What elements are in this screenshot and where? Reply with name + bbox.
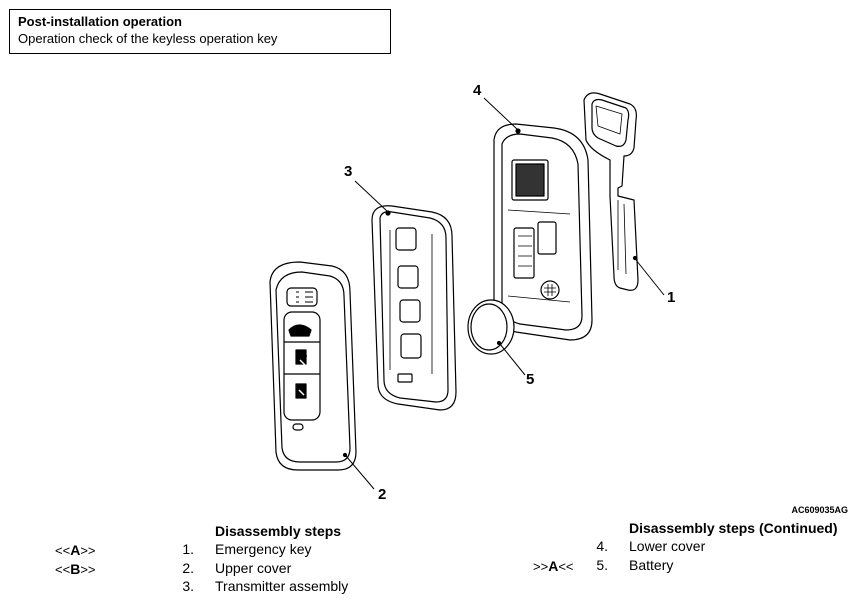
step-mark: >>A<< bbox=[533, 558, 574, 574]
step-number: 2. bbox=[182, 560, 194, 576]
note-text: Operation check of the keyless operation… bbox=[18, 31, 278, 46]
callout-4: 4 bbox=[473, 82, 482, 99]
callout-3: 3 bbox=[344, 163, 353, 180]
step-number: 3. bbox=[182, 578, 194, 594]
steps-heading-continued: Disassembly steps (Continued) bbox=[629, 520, 838, 536]
step-label: Upper cover bbox=[215, 560, 292, 576]
step-label: Battery bbox=[629, 557, 674, 573]
callout-5: 5 bbox=[526, 371, 535, 388]
step-label: Lower cover bbox=[629, 538, 706, 554]
step-label: Emergency key bbox=[215, 541, 312, 557]
step-label: Transmitter assembly bbox=[215, 578, 349, 594]
leader-lines bbox=[345, 97, 665, 490]
step-number: 1. bbox=[182, 541, 194, 557]
step-number: 5. bbox=[596, 557, 608, 573]
battery-part bbox=[467, 299, 515, 355]
callout-1: 1 bbox=[667, 289, 676, 306]
lower-cover-part bbox=[493, 123, 593, 341]
step-mark: <<A>> bbox=[55, 542, 96, 558]
step-number: 4. bbox=[596, 538, 608, 554]
note-box: Post-installation operation Operation ch… bbox=[9, 9, 391, 54]
callout-2: 2 bbox=[378, 486, 387, 503]
steps-heading: Disassembly steps bbox=[215, 523, 342, 539]
step-mark: <<B>> bbox=[55, 561, 96, 577]
emergency-key-part bbox=[583, 92, 639, 291]
figure-code: AC609035AG bbox=[791, 505, 848, 515]
upper-cover-part bbox=[269, 261, 357, 471]
note-title: Post-installation operation bbox=[18, 14, 182, 29]
transmitter-assembly-part bbox=[371, 205, 457, 411]
